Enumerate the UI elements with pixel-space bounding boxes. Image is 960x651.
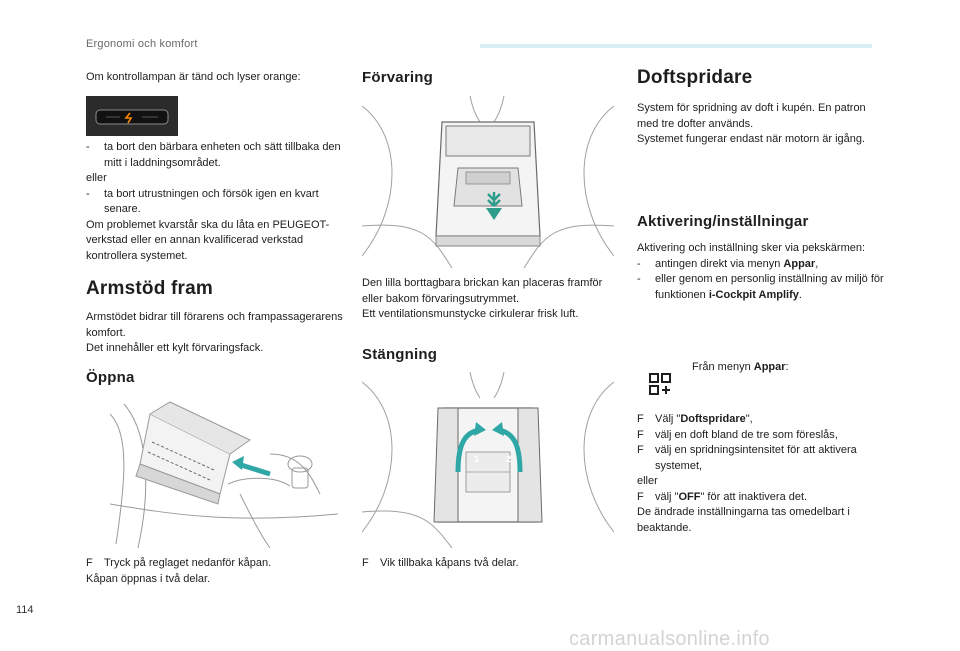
warning-lamp-image — [86, 96, 178, 136]
callout-label-1: 1 — [474, 454, 479, 464]
closing-illustration: 1 2 — [362, 372, 614, 548]
list-item: - eller genom en personlig inställning a… — [637, 273, 884, 301]
step-arrow-icon: F — [637, 444, 644, 456]
list-item: F Tryck på reglaget nedanför kåpan. — [86, 556, 348, 572]
col1-intro: Om kontrollampan är tänd och lyser orang… — [86, 71, 301, 83]
storage-text: Den lilla borttagbara brickan kan placer… — [362, 277, 603, 320]
list-item: - ta bort den bärbara enheten och sätt t… — [86, 141, 341, 169]
fragrance-text: System för spridning av doft i kupén. En… — [637, 102, 866, 145]
armrest-open-illustration — [110, 394, 338, 548]
armrest-text: Armstödet bidrar till förarens och framp… — [86, 311, 343, 354]
fragrance-steps: F Välj "Doftspridare", F välj en doft bl… — [637, 412, 893, 536]
apps-menu-line: Från menyn Appar: — [692, 361, 789, 373]
page-number: 114 — [16, 604, 34, 616]
step-arrow-icon: F — [637, 413, 644, 425]
header-accent-bar — [480, 44, 872, 48]
activation-text: Aktivering och inställning sker via peks… — [637, 241, 893, 303]
list-item: - ta bort utrustningen och försök igen e… — [86, 187, 319, 216]
list-item: - antingen direkt via menyn Appar, — [637, 257, 819, 270]
fragrance-title: Doftspridare — [637, 67, 753, 88]
list-item: F välj en spridningsintensitet för att a… — [637, 444, 857, 472]
activation-title: Aktivering/inställningar — [637, 213, 809, 230]
storage-illustration — [362, 96, 614, 268]
step-arrow-icon: F — [637, 428, 644, 441]
step-arrow-icon: F — [637, 490, 644, 503]
close-title: Stängning — [362, 346, 438, 363]
list-item: F välj en doft bland de tre som föreslås… — [637, 428, 893, 444]
list-item: F Välj "Doftspridare", — [637, 412, 893, 428]
col1-body: - ta bort den bärbara enheten och sätt t… — [86, 140, 348, 264]
watermark: carmanualsonline.info — [569, 628, 770, 650]
open-title: Öppna — [86, 369, 135, 386]
open-steps: F Tryck på reglaget nedanför kåpan. Kåpa… — [86, 556, 348, 587]
apps-grid-icon — [648, 372, 672, 396]
section-title: Ergonomi och komfort — [86, 38, 198, 50]
step-arrow-icon: F — [362, 557, 369, 569]
armrest-title: Armstöd fram — [86, 278, 213, 299]
list-item: F välj "OFF" för att inaktivera det. — [637, 490, 893, 506]
close-steps: F Vik tillbaka kåpans två delar. — [362, 556, 614, 572]
list-item: F Vik tillbaka kåpans två delar. — [362, 556, 614, 572]
callout-label-2: 2 — [506, 454, 511, 464]
storage-title: Förvaring — [362, 69, 433, 86]
step-arrow-icon: F — [86, 557, 93, 569]
